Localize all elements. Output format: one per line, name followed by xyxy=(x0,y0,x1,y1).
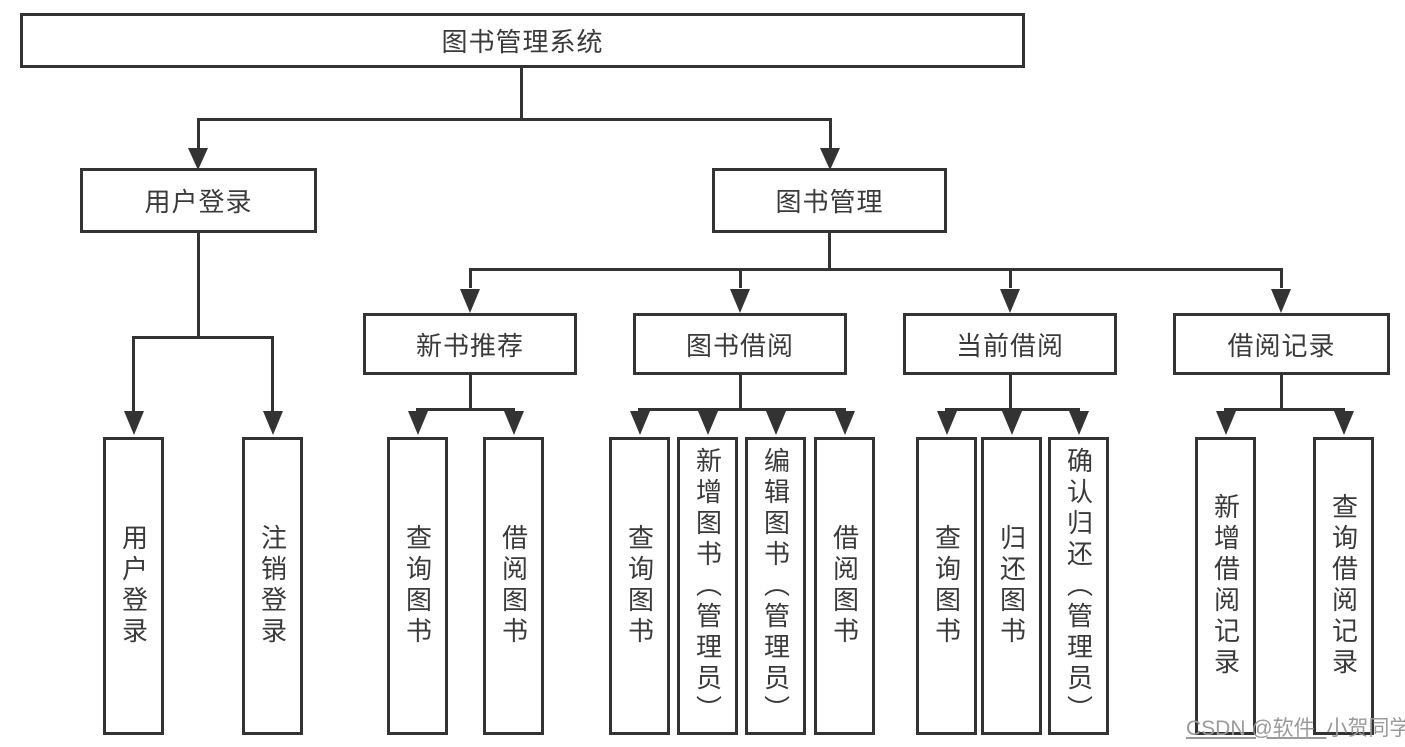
arrow-down xyxy=(1068,411,1089,435)
node-label: 新书推荐 xyxy=(415,330,524,361)
arrow-down xyxy=(834,411,855,435)
connector-vline xyxy=(738,375,742,410)
arrow-down xyxy=(697,411,718,435)
connector-vline xyxy=(1279,375,1283,410)
node-current-borrowing: 当前借阅 xyxy=(903,313,1117,375)
arrow-down xyxy=(1000,289,1020,313)
arrow-down xyxy=(629,411,650,435)
connector-vline xyxy=(196,121,200,150)
arrow-down xyxy=(1271,289,1291,313)
leaf-label: 确认归还（管理员） xyxy=(1063,446,1094,726)
arrow-down xyxy=(503,411,524,435)
leaf-label: 新增借阅记录 xyxy=(1210,493,1241,679)
node-label: 当前借阅 xyxy=(955,330,1064,361)
arrow-down xyxy=(123,411,144,435)
arrow-down xyxy=(1215,411,1236,435)
connector-hline xyxy=(196,118,832,121)
leaf-add-borrow-record: 新增借阅记录 xyxy=(1195,437,1256,735)
node-label: 用户登录 xyxy=(144,187,253,217)
arrow-down xyxy=(460,289,480,313)
watermark-prefix: CSDN @软件_ xyxy=(1186,717,1327,740)
arrow-down xyxy=(820,148,840,170)
node-label: 图书管理 xyxy=(775,187,884,217)
connector-vline xyxy=(1008,375,1012,410)
arrow-down xyxy=(730,289,750,313)
connector-hline xyxy=(638,408,846,411)
connector-hline xyxy=(416,408,515,411)
connector-vline xyxy=(519,68,523,120)
node-library-management-system: 图书管理系统 xyxy=(20,13,1025,68)
node-user-login: 用户登录 xyxy=(80,168,317,233)
connector-vline xyxy=(827,233,831,270)
leaf-label: 查询图书 xyxy=(402,524,433,648)
leaf-label: 归还图书 xyxy=(996,524,1027,648)
arrow-down xyxy=(1333,411,1354,435)
leaf-user-login: 用户登录 xyxy=(103,437,164,735)
connector-vline xyxy=(271,339,274,411)
watermark-suffix: 小贺同学 xyxy=(1326,717,1405,740)
node-book-management: 图书管理 xyxy=(712,168,947,233)
connector-vline xyxy=(828,121,832,150)
connector-vline xyxy=(1279,271,1283,288)
leaf-logout: 注销登录 xyxy=(242,437,303,735)
arrow-down xyxy=(407,411,428,435)
connector-vline xyxy=(1008,271,1012,288)
arrow-down xyxy=(765,411,786,435)
connector-vline xyxy=(468,375,472,410)
leaf-label: 用户登录 xyxy=(118,524,149,648)
leaf-label: 注销登录 xyxy=(257,524,288,648)
node-label: 图书管理系统 xyxy=(441,27,604,57)
leaf-label: 查询图书 xyxy=(931,524,962,648)
leaf-label: 查询图书 xyxy=(624,524,655,648)
leaf-add-book-admin: 新增图书（管理员） xyxy=(677,437,738,735)
connector-hline xyxy=(1224,408,1345,411)
leaf-query-borrow-record: 查询借阅记录 xyxy=(1313,437,1374,735)
connector-vline xyxy=(196,233,200,338)
connector-hline xyxy=(945,408,1080,411)
leaf-query-books-borrowing: 查询图书 xyxy=(609,437,670,735)
connector-hline xyxy=(132,336,274,339)
connector-vline xyxy=(738,271,742,288)
leaf-edit-book-admin: 编辑图书（管理员） xyxy=(745,437,806,735)
node-book-borrowing: 图书借阅 xyxy=(633,313,847,375)
leaf-label: 借阅图书 xyxy=(829,524,860,648)
leaf-label: 编辑图书（管理员） xyxy=(760,446,791,726)
leaf-label: 借阅图书 xyxy=(498,524,529,648)
node-label: 图书借阅 xyxy=(685,330,794,361)
node-new-book-recommendation: 新书推荐 xyxy=(363,313,577,375)
arrow-down xyxy=(936,411,957,435)
connector-hline xyxy=(469,268,1283,271)
leaf-query-books-recommend: 查询图书 xyxy=(387,437,448,735)
connector-vline xyxy=(132,339,135,411)
connector-vline xyxy=(468,271,472,288)
csdn-watermark: CSDN @软件_小贺同学 xyxy=(1186,712,1405,742)
leaf-label: 查询借阅记录 xyxy=(1328,493,1359,679)
node-label: 借阅记录 xyxy=(1227,330,1336,361)
leaf-label: 新增图书（管理员） xyxy=(692,446,723,726)
arrow-down xyxy=(1001,411,1022,435)
leaf-return-book: 归还图书 xyxy=(981,437,1042,735)
leaf-confirm-return-admin: 确认归还（管理员） xyxy=(1048,437,1109,735)
arrow-down xyxy=(262,411,283,435)
leaf-borrow-books-recommend: 借阅图书 xyxy=(483,437,544,735)
node-borrowing-records: 借阅记录 xyxy=(1173,313,1390,375)
leaf-borrow-books-borrowing: 借阅图书 xyxy=(814,437,875,735)
leaf-query-books-current: 查询图书 xyxy=(916,437,977,735)
arrow-down xyxy=(188,148,208,170)
